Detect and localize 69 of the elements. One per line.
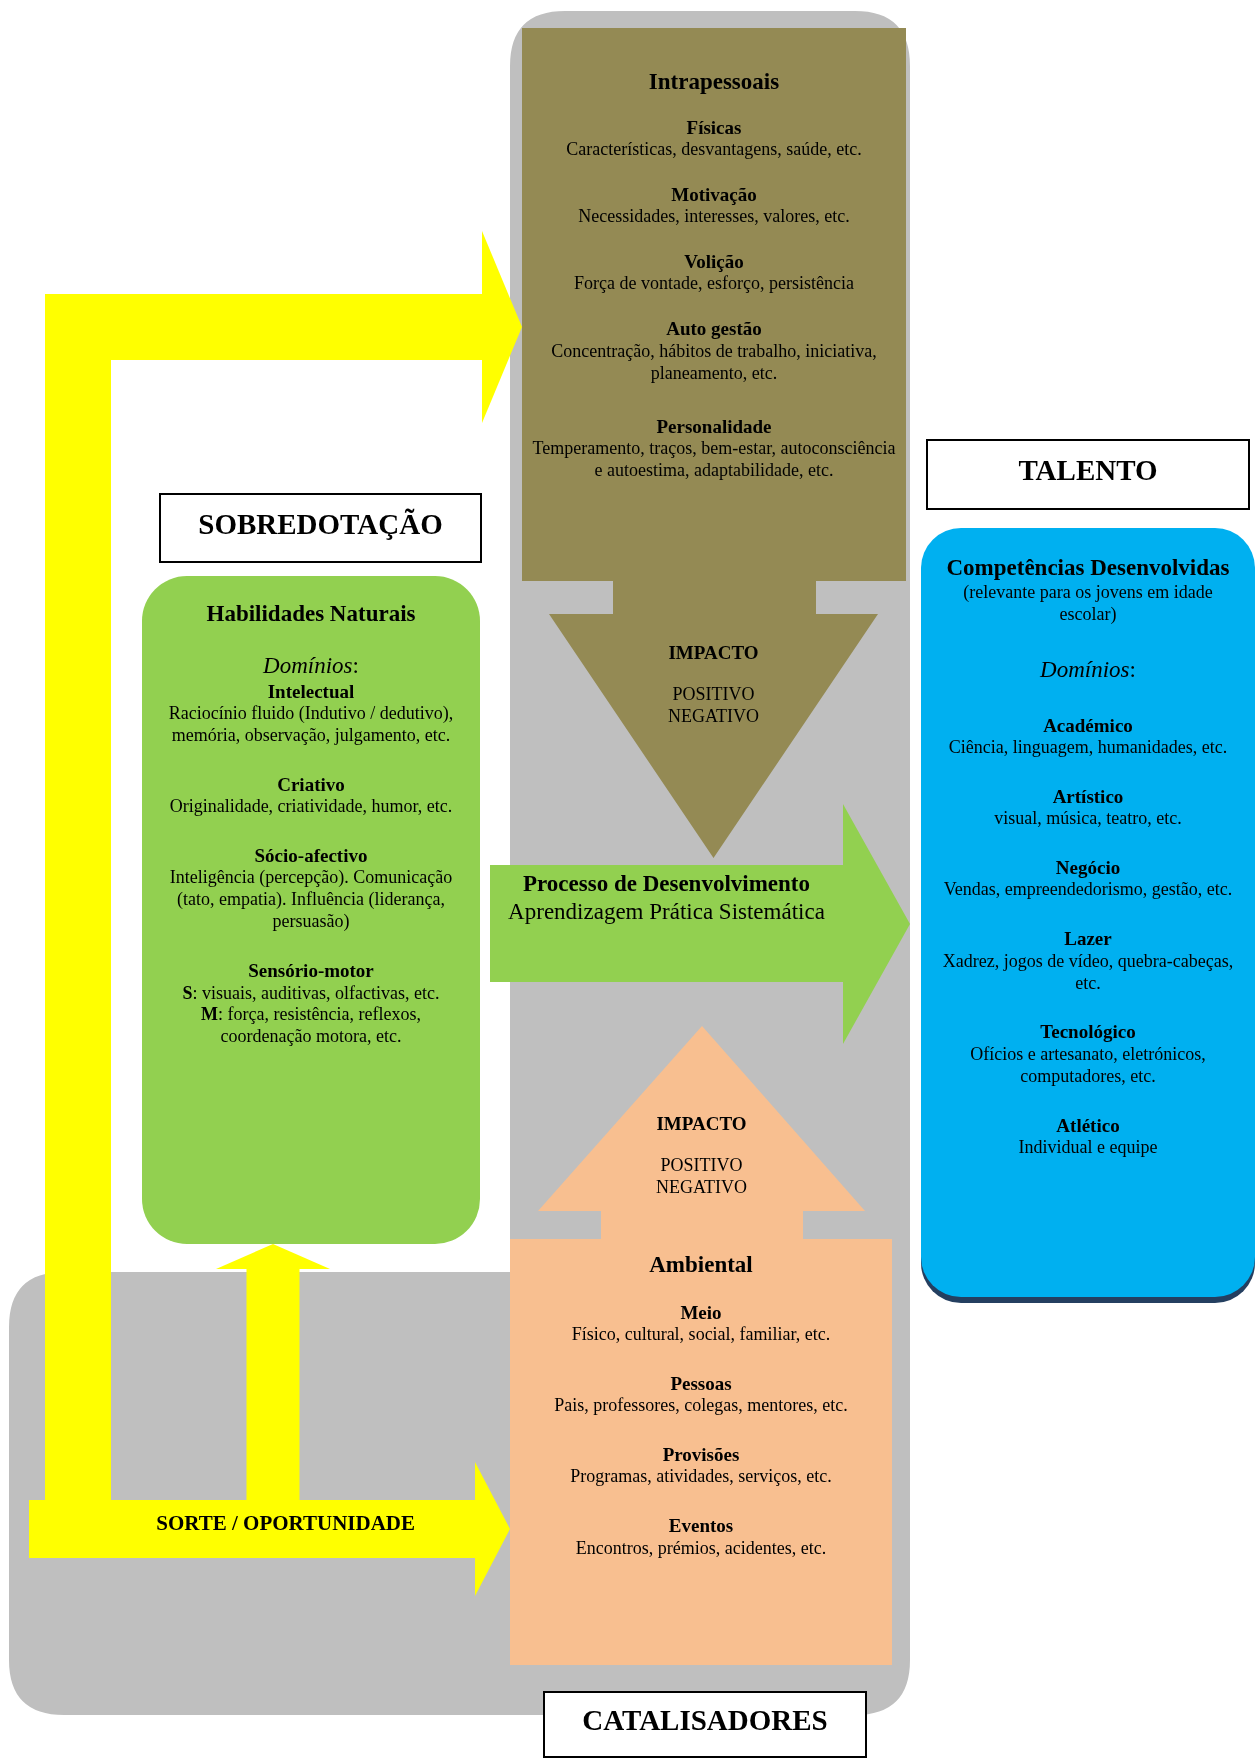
subheading: Meio: [679, 1301, 723, 1325]
subheading: Eventos: [667, 1514, 735, 1538]
arrow: [45, 231, 522, 1500]
subheading: Pessoas: [669, 1372, 733, 1396]
heading: Habilidades Naturais: [205, 600, 417, 628]
label-box: [159, 493, 482, 563]
subheading: IMPACTO: [655, 1112, 748, 1136]
body-text: Vendas, empreendedorismo, gestão, etc.: [942, 879, 1234, 902]
subheading: Atlético: [1055, 1113, 1121, 1137]
body-text: Pais, professores, colegas, mentores, etc.: [553, 1395, 849, 1418]
arrow: [216, 1244, 330, 1500]
subheading: Personalidade: [655, 414, 773, 438]
body-text: Características, desvantagens, saúde, etc.: [565, 139, 863, 162]
body-text: Aprendizagem Prática Sistemática: [507, 898, 826, 927]
subheading: Criativo: [276, 773, 346, 797]
label-box: [543, 1691, 867, 1758]
subheading: IMPACTO: [667, 641, 760, 665]
arrow-band: [29, 1500, 415, 1558]
subheading: Sócio-afectivo: [253, 844, 369, 868]
category-box: [510, 1239, 892, 1665]
category-box: [522, 28, 906, 581]
heading: Competências Desenvolvidas: [945, 554, 1231, 582]
arrow-shape: [538, 1026, 865, 1239]
body-text: Temperamento, traços, bem-estar, autoconsciência e autoestima, adaptabilidade, etc.: [532, 437, 896, 482]
arrow-shape: [490, 804, 910, 1044]
heading: Processo de Desenvolvimento: [522, 870, 811, 898]
subheading: Negócio: [1054, 856, 1122, 880]
heading: SOBREDOTAÇÃO: [197, 507, 444, 542]
body-text: visual, música, teatro, etc.: [993, 808, 1183, 831]
subheading: Provisões: [661, 1443, 741, 1467]
heading: Intrapessoais: [647, 68, 781, 96]
body-text: (relevante para os jovens em idade escolar): [962, 582, 1214, 626]
body-text: Inteligência (percepção). Comunicação (tato, empatia). Influência (liderança, persuasão): [168, 867, 454, 934]
body-text: Ofícios e artesanato, eletrónicos, computadores, etc.: [969, 1043, 1207, 1088]
body-text: Ciência, linguagem, humanidades, etc.: [947, 737, 1229, 760]
arrow-shape: [549, 581, 878, 858]
body-text: Necessidades, interesses, valores, etc.: [577, 206, 851, 229]
subheading: Auto gestão: [665, 317, 763, 341]
body-text: Programas, atividades, serviços, etc.: [569, 1466, 833, 1489]
subheading: Artístico: [1051, 785, 1125, 809]
heading: Ambiental: [648, 1251, 754, 1279]
body-text: Físico, cultural, social, familiar, etc.: [570, 1324, 832, 1347]
subheading: Tecnológico: [1039, 1020, 1137, 1044]
body-text: Encontros, prémios, acidentes, etc.: [574, 1537, 828, 1560]
subheading: Intelectual: [266, 680, 356, 704]
subheading: Motivação: [670, 183, 758, 207]
body-text: Concentração, hábitos de trabalho, iniciativa, planeamento, etc.: [550, 340, 878, 385]
arrow-label: SORTE / OPORTUNIDADE: [155, 1511, 415, 1537]
subheading: Lazer: [1063, 927, 1113, 951]
domain-label: Domínios:: [262, 652, 360, 681]
body-text: POSITIVO NEGATIVO: [655, 1155, 748, 1200]
domain-label: Domínios:: [1039, 655, 1137, 684]
body-text: Originalidade, criatividade, humor, etc.: [168, 796, 454, 819]
arrow: [415, 1462, 510, 1596]
heading: CATALISADORES: [581, 1703, 829, 1738]
body-text: S: visuais, auditivas, olfactivas, etc.: [181, 982, 441, 1005]
subheading: Académico: [1042, 714, 1134, 738]
body-text: Força de vontade, esforço, persistência: [573, 273, 855, 296]
body-text: Raciocínio fluido (Indutivo / dedutivo), memória, observação, julgamento, etc.: [167, 703, 455, 748]
subheading: Volição: [683, 250, 745, 274]
body-text: Individual e equipe: [1017, 1136, 1159, 1159]
label-box: [926, 439, 1250, 510]
heading: TALENTO: [1017, 453, 1159, 488]
category-box: [142, 576, 480, 1244]
subheading: Físicas: [685, 116, 743, 140]
body-text: Xadrez, jogos de vídeo, quebra-cabeças, etc.: [941, 950, 1235, 995]
subheading: Sensório-motor: [247, 959, 375, 983]
body-text: M: força, resistência, reflexos, coordenação motora, etc.: [200, 1004, 422, 1049]
body-text: POSITIVO NEGATIVO: [667, 684, 760, 729]
